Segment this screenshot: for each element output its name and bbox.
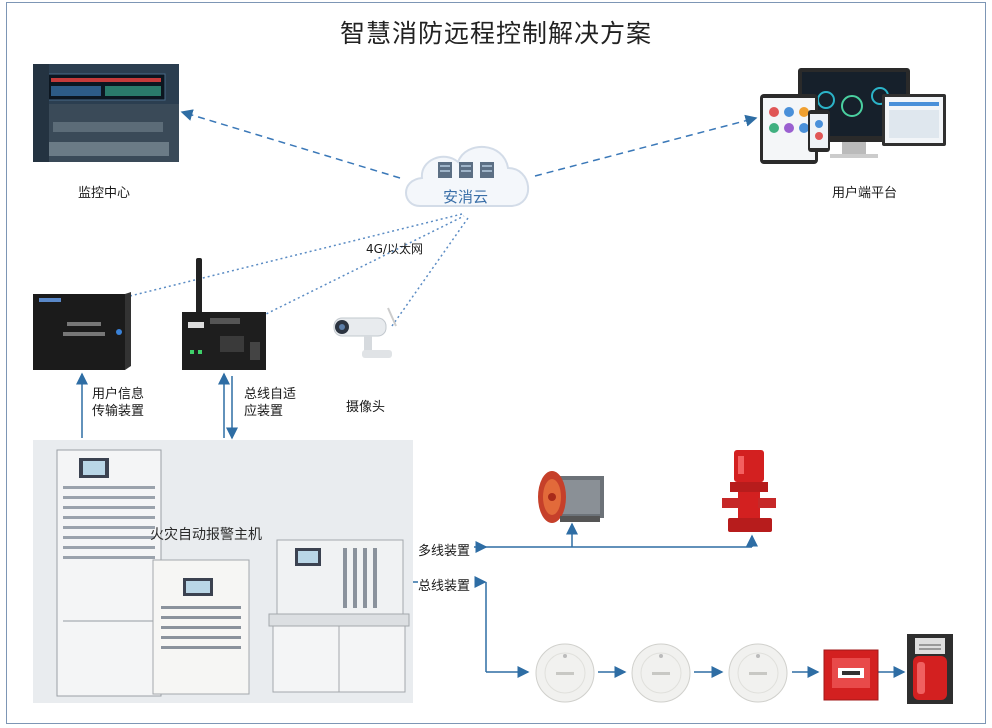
bus-adapter-image [182, 258, 266, 370]
link-camera-cloud [391, 217, 469, 327]
diagram-frame [6, 2, 986, 724]
camera-label: 摄像头 [346, 400, 386, 415]
monitor-center-image [33, 64, 179, 162]
user-platform-label: 用户端平台 [832, 186, 898, 201]
link-cloud-monitor [180, 109, 401, 179]
camera-image [333, 307, 397, 358]
fire-pump-image [722, 450, 776, 532]
monitor-center-label: 监控中心 [78, 186, 131, 201]
link-transmission-cloud [129, 213, 463, 297]
transmission-device-label: 用户信息传输装置 [92, 387, 145, 419]
fire-alarm-host-equipment [56, 449, 410, 697]
transmission-device-image [33, 292, 131, 370]
smoke-detector-1-icon [535, 643, 595, 703]
multi-line-label: 多线装置 [418, 544, 471, 559]
link-adapter-cloud [261, 215, 465, 317]
fire-alarm-host-label: 火灾自动报警主机 [150, 527, 262, 543]
smoke-detector-2-icon [631, 643, 691, 703]
link-cloud-platform [534, 114, 758, 177]
page-title: 智慧消防远程控制解决方案 [339, 19, 652, 48]
sounder-strobe-icon [907, 634, 953, 704]
cloud-icon [405, 146, 529, 207]
manual-call-point-icon [823, 649, 879, 701]
network-label: 4G/以太网 [366, 242, 423, 256]
user-platform-devices-image [760, 68, 946, 164]
bus-adapter-label: 总线自适应装置 [244, 387, 297, 419]
smoke-detector-3-icon [728, 643, 788, 703]
cloud-label: 安消云 [443, 188, 489, 206]
bus-line-label: 总线装置 [418, 579, 471, 594]
axial-fan-image [538, 471, 604, 523]
